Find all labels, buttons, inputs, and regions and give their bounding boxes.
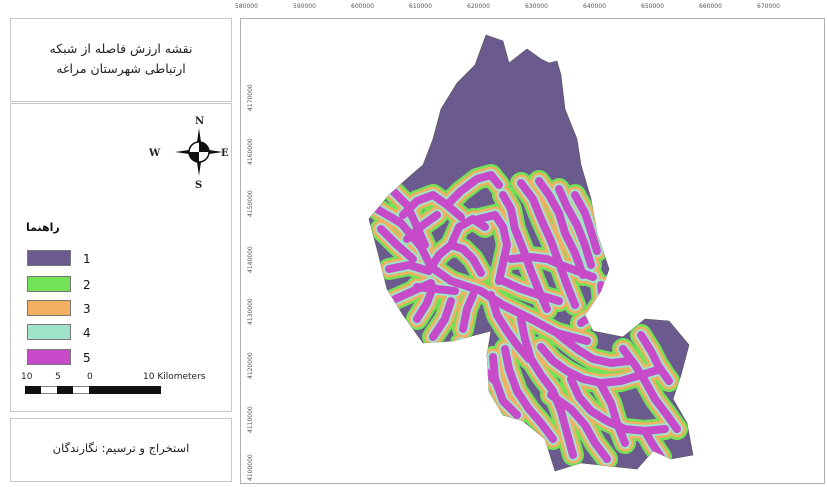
y-tick-label: 4140000 (247, 246, 254, 273)
map-title-line-2: ارتباطی شهرستان مراغه (56, 61, 186, 76)
road-buffer (443, 171, 503, 209)
x-tick-label: 660000 (699, 3, 722, 10)
road-buffer (455, 337, 487, 371)
legend-swatch-5 (27, 349, 71, 365)
map-title-line-1: نقشه ارزش فاصله از شبکه (49, 41, 193, 56)
road-buffer (459, 291, 477, 333)
map-frame: 580000 590000 600000 610000 620000 63000… (235, 3, 825, 484)
compass-north-label: N (195, 116, 205, 127)
road-buffer (641, 427, 665, 461)
x-tick-label: 590000 (293, 3, 316, 10)
y-tick-label: 4100000 (247, 454, 254, 481)
x-tick-label: 580000 (235, 3, 258, 10)
road-buffer (489, 353, 521, 419)
legend-swatch-4 (27, 324, 71, 340)
y-tick-label: 4170000 (247, 84, 254, 111)
road-buffer (597, 381, 629, 447)
road-buffer (487, 291, 533, 363)
compass-south-label: S (195, 180, 203, 191)
x-tick-label: 610000 (409, 3, 432, 10)
road-buffer (547, 391, 611, 463)
compass-west-label: W (149, 148, 161, 159)
road-buffer (555, 185, 595, 269)
x-tick-label: 640000 (583, 3, 606, 10)
road-buffer (535, 177, 587, 279)
road-buffer (555, 331, 633, 367)
road-buffer (452, 334, 490, 374)
road-buffer (499, 277, 563, 305)
legend-swatch-2 (27, 276, 71, 292)
legend-panel: N S W E راهنما 1 2 3 4 5 10 5 0 10 Kilom… (10, 103, 232, 412)
road-buffer (637, 331, 673, 385)
road-buffer (501, 345, 557, 443)
credit-panel: استخراج و ترسیم: نگارندگان (10, 418, 232, 482)
compass-east-label: E (221, 148, 229, 159)
legend-label-5: 5 (83, 351, 91, 365)
x-tick-label: 630000 (525, 3, 548, 10)
y-tick-label: 4110000 (247, 406, 254, 433)
road-buffer (517, 179, 579, 309)
road-buffer (619, 345, 681, 433)
x-tick-label: 620000 (467, 3, 490, 10)
road-buffer (377, 225, 417, 263)
road-buffer (447, 215, 489, 249)
legend-label-3: 3 (83, 302, 91, 316)
map-title-panel: نقشه ارزش فاصله از شبکه ارتباطی شهرستان … (10, 18, 232, 102)
road-buffer (425, 241, 485, 277)
scalebar-end-label: 10 Kilometers (143, 372, 206, 382)
road-buffer (413, 283, 459, 295)
legend-label-1: 1 (83, 252, 91, 266)
scalebar-label-5: 5 (55, 372, 61, 382)
road-buffer (571, 191, 601, 255)
y-tick-label: 4150000 (247, 190, 254, 217)
legend-swatch-1 (27, 250, 71, 266)
scale-bar (25, 386, 161, 394)
road-buffer (429, 297, 455, 341)
legend-title: راهنما (26, 221, 60, 234)
legend-swatch-3 (27, 300, 71, 316)
road-buffer (403, 211, 441, 243)
legend-label-2: 2 (83, 278, 91, 292)
road-buffer (507, 253, 597, 281)
road-buffer (387, 185, 429, 249)
road-buffer (399, 191, 465, 221)
road-buffer (475, 211, 511, 285)
road-buffer (457, 339, 485, 369)
y-tick-label: 4120000 (247, 352, 254, 379)
credit-text: استخراج و ترسیم: نگارندگان (52, 441, 190, 455)
x-tick-label: 670000 (757, 3, 780, 10)
y-tick-label: 4160000 (247, 138, 254, 165)
x-tick-label: 650000 (641, 3, 664, 10)
road-buffer (385, 261, 433, 275)
scalebar-label-10: 10 (21, 372, 33, 382)
legend-label-4: 4 (83, 326, 91, 340)
road-buffer (517, 315, 577, 459)
road-buffer (450, 332, 492, 376)
y-tick-label: 4130000 (247, 298, 254, 325)
distance-value-map (368, 34, 694, 472)
north-arrow-compass-icon (175, 128, 223, 176)
scalebar-label-0: 0 (87, 372, 93, 382)
x-tick-label: 600000 (351, 3, 374, 10)
